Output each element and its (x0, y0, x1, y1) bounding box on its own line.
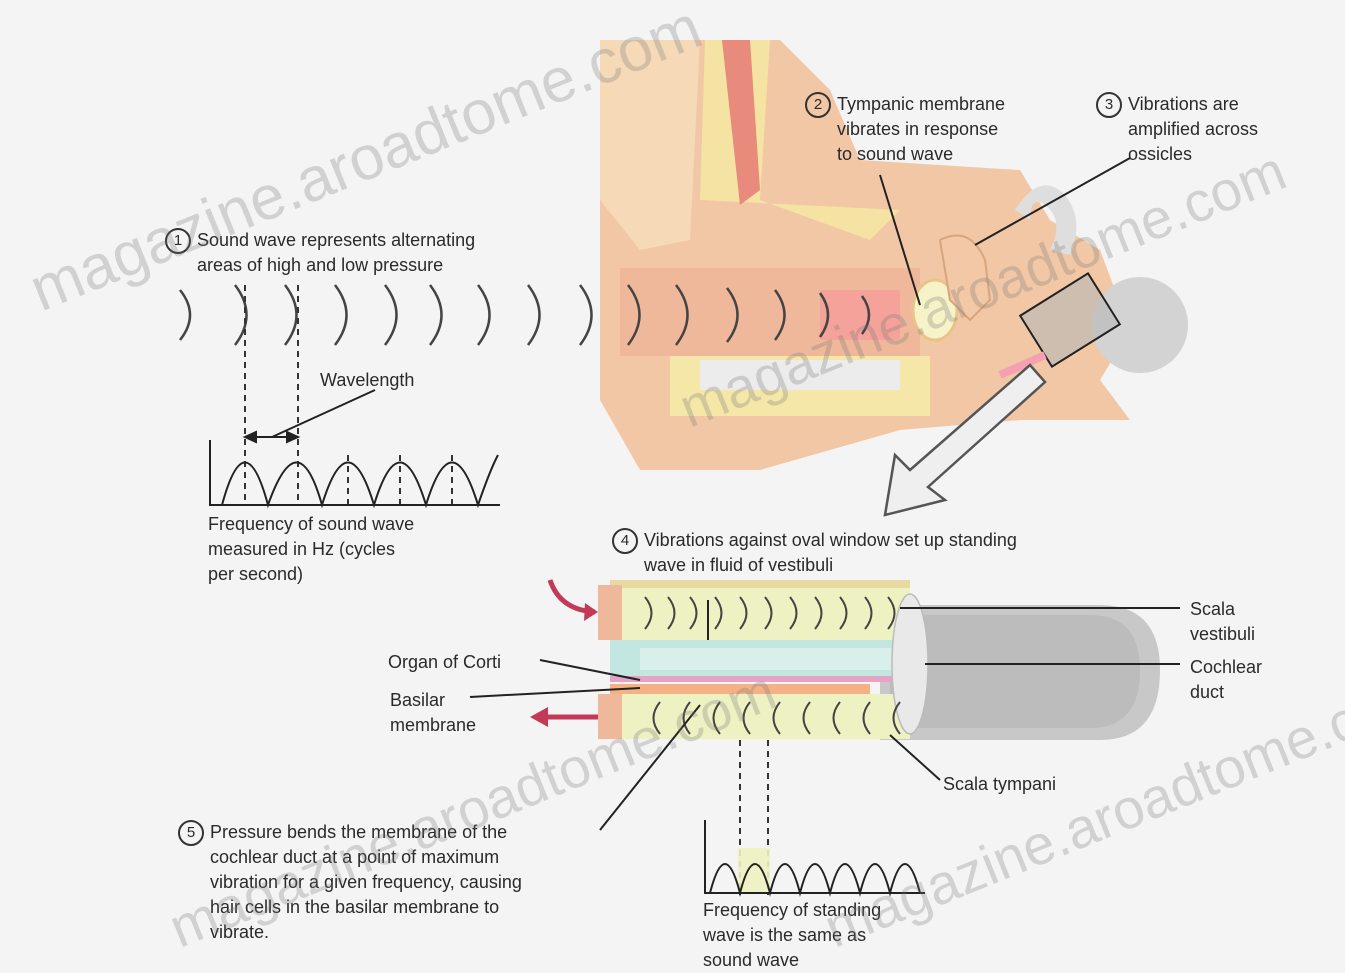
duct-end-cap (892, 594, 928, 734)
outflow-arrowhead (530, 707, 548, 727)
basilar-strip (610, 676, 910, 682)
scala-vestibuli-chamber (610, 585, 910, 640)
organ-of-corti-label: Organ of Corti (388, 650, 501, 675)
wavelength-pointer (272, 390, 375, 437)
wavelength-arrow (245, 390, 375, 442)
wave-arc (580, 285, 592, 345)
skull-bone (600, 40, 700, 250)
scala-tympani-label: Scala tympani (943, 772, 1056, 797)
frequency-graph-left (210, 440, 500, 505)
wave-arc (235, 285, 247, 345)
step-number-badge: 5 (178, 820, 204, 846)
vestibuli-top-edge (610, 580, 910, 588)
step-4-label: 4 Vibrations against oval window set up … (612, 528, 1017, 578)
frequency-graph-right (705, 740, 925, 895)
duct-inner (640, 648, 895, 670)
step-2-label: 2 Tympanic membrane vibrates in response… (805, 92, 1005, 167)
cochlear-duct-label: Cochlear duct (1190, 655, 1262, 705)
step-number-badge: 4 (612, 528, 638, 554)
wave-arc (285, 285, 297, 345)
step-number-badge: 3 (1096, 92, 1122, 118)
organ-corti-strip (610, 684, 870, 694)
wave-arc (528, 285, 540, 345)
step-2-text: Tympanic membrane vibrates in response t… (837, 92, 1005, 167)
step-number-badge: 1 (165, 228, 191, 254)
step-4-text: Vibrations against oval window set up st… (644, 528, 1017, 578)
step-3-text: Vibrations are amplified across ossicles (1128, 92, 1258, 167)
cochlea-section (530, 580, 1160, 740)
frequency-sound-label: Frequency of sound wave measured in Hz (… (208, 512, 414, 587)
scala-tympani-chamber (610, 694, 910, 739)
wave-arc (335, 285, 347, 345)
frequency-standing-label: Frequency of standing wave is the same a… (703, 898, 881, 973)
step-5-label: 5 Pressure bends the membrane of the coc… (178, 820, 522, 945)
step-5-text: Pressure bends the membrane of the cochl… (210, 820, 522, 945)
step-number-badge: 2 (805, 92, 831, 118)
wave-arc (180, 290, 190, 340)
step-1-text: Sound wave represents alternating areas … (197, 228, 475, 278)
oval-window (598, 585, 622, 640)
basilar-membrane-label: Basilar membrane (390, 688, 476, 738)
step-3-label: 3 Vibrations are amplified across ossicl… (1096, 92, 1258, 167)
wave-arc (385, 285, 397, 345)
wavelength-label: Wavelength (320, 368, 414, 393)
scala-vestibuli-label: Scala vestibuli (1190, 597, 1255, 647)
canal-lower-white (700, 360, 900, 390)
inflow-arrowhead (584, 603, 598, 621)
canal-pink (820, 290, 900, 340)
round-window (598, 694, 622, 739)
wave-arc (478, 285, 490, 345)
wavelength-markers (245, 285, 452, 505)
wave-arc (430, 285, 442, 345)
step-1-label: 1 Sound wave represents alternating area… (165, 228, 475, 278)
